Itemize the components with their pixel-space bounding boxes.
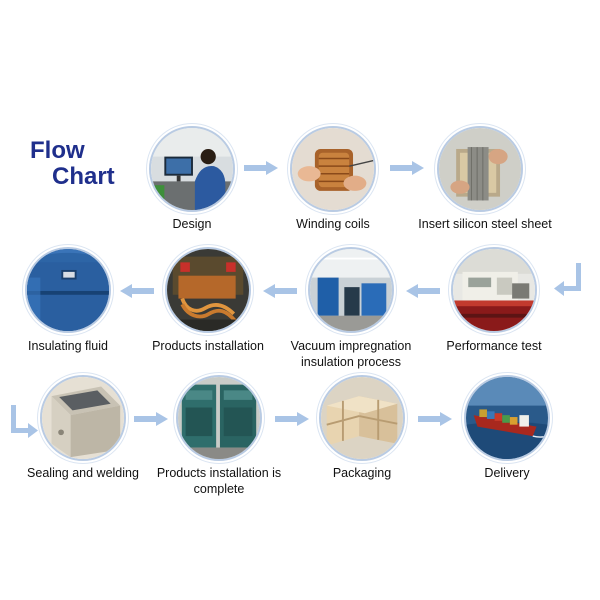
design-step-image xyxy=(149,126,235,212)
performance-test-label: Performance test xyxy=(446,339,542,353)
turn-down-right-arrow-icon xyxy=(11,405,38,438)
cargo-ship-icon xyxy=(466,377,548,459)
delivery-label: Delivery xyxy=(484,466,530,480)
design-label: Design xyxy=(172,217,212,231)
sealing-welding-step-image xyxy=(40,375,126,461)
vacuum-tank-icon xyxy=(310,249,392,331)
installation-complete-label: Products installation is complete xyxy=(156,466,282,496)
products-installation-step-image xyxy=(165,247,251,333)
welded-tank-icon xyxy=(42,377,124,459)
winding-coils-step-image xyxy=(290,126,376,212)
title-line-1: Flow xyxy=(30,137,85,164)
arrow-right-icon xyxy=(418,412,452,426)
test-equipment-icon xyxy=(453,249,535,331)
installation-complete-step-image xyxy=(176,375,262,461)
arrow-right-icon xyxy=(134,412,168,426)
flow-chart-title: Flow Chart xyxy=(30,138,115,190)
finished-transformer-icon xyxy=(178,377,260,459)
packaging-step-image xyxy=(319,375,405,461)
arrow-left-icon xyxy=(263,284,297,298)
vacuum-impregnation-label: Vacuum impregnation insulation process xyxy=(290,339,412,369)
insulating-fluid-label: Insulating fluid xyxy=(28,339,108,353)
arrow-left-icon xyxy=(120,284,154,298)
delivery-step-image xyxy=(464,375,550,461)
designer-at-computer-icon xyxy=(151,128,233,210)
performance-test-step-image xyxy=(451,247,537,333)
arrow-right-icon xyxy=(244,161,278,175)
coil-winding-icon xyxy=(292,128,374,210)
insulating-fluid-step-image xyxy=(25,247,111,333)
title-line-2: Chart xyxy=(52,163,115,190)
turn-down-left-arrow-icon xyxy=(554,263,581,296)
arrow-right-icon xyxy=(275,412,309,426)
winding-coils-label: Winding coils xyxy=(296,217,370,231)
steel-sheet-insertion-icon xyxy=(439,128,521,210)
wooden-crates-icon xyxy=(321,377,403,459)
product-assembly-icon xyxy=(167,249,249,331)
vacuum-impregnation-step-image xyxy=(308,247,394,333)
arrow-right-icon xyxy=(390,161,424,175)
sealing-welding-label: Sealing and welding xyxy=(27,466,139,480)
insert-steel-sheet-label: Insert silicon steel sheet xyxy=(418,217,552,231)
products-installation-label: Products installation xyxy=(152,339,264,353)
oil-barrel-icon xyxy=(27,249,109,331)
insert-steel-sheet-step-image xyxy=(437,126,523,212)
arrow-left-icon xyxy=(406,284,440,298)
packaging-label: Packaging xyxy=(332,466,392,480)
